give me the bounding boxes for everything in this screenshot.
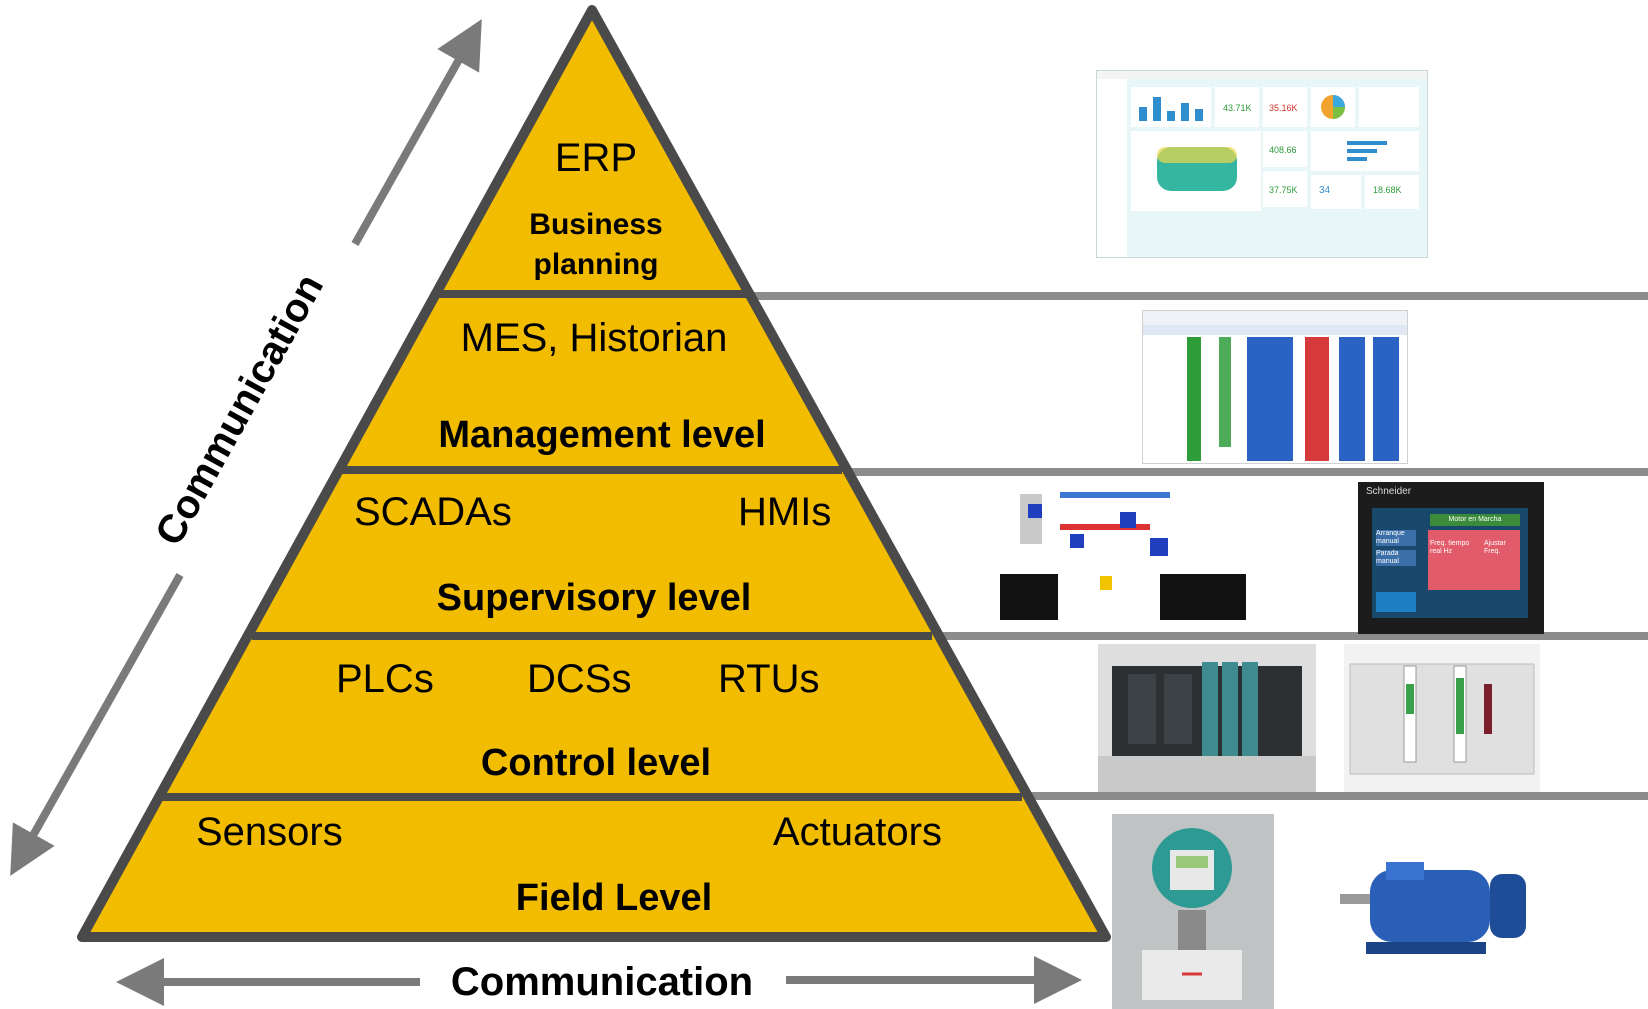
plc-illustration [1098, 644, 1316, 792]
actuator-motor-image [1340, 848, 1534, 972]
scada-image [1000, 484, 1252, 632]
level-control-system-rtus: RTUs [718, 657, 820, 701]
horizontal-communication-label: Communication [450, 960, 754, 1004]
erp-kpi-1: 43.71K [1223, 103, 1252, 113]
hmi-clock [1376, 592, 1416, 612]
level-business-system-erp: ERP [554, 136, 638, 180]
level-management-name: Management level [438, 414, 766, 456]
rtu-image [1344, 644, 1540, 792]
pyramid-level-lines [162, 290, 1022, 801]
motor-illustration [1340, 862, 1526, 954]
hmi-btn-arranque: Arranque manual [1376, 530, 1416, 546]
hmi-panel-image: Schneider Motor en Marcha Arranque manua… [1358, 482, 1544, 634]
level-field-name: Field Level [515, 877, 713, 919]
sensor-image [1112, 814, 1274, 1009]
rtu-illustration [1349, 663, 1535, 775]
erp-kpi-4: 37.75K [1269, 185, 1298, 195]
level-business-name-line1: Business [529, 208, 663, 241]
flowmeter-illustration [1112, 814, 1274, 1009]
level-field-system-sensors: Sensors [196, 810, 343, 854]
erp-dashboard-illustration [1097, 71, 1427, 257]
erp-kpi-6: 18.68K [1373, 185, 1402, 195]
hmi-status-motor: Motor en Marcha [1430, 514, 1520, 526]
level-supervisory-system-hmis: HMIs [738, 490, 832, 534]
erp-kpi-5: 34 [1319, 185, 1331, 196]
hmi-btn-parada: Parada manual [1376, 550, 1416, 566]
erp-dashboard-image: 43.71K 35.16K 408.66 37.75K 34 18.68K [1096, 70, 1428, 258]
erp-kpi-2: 35.16K [1269, 103, 1298, 113]
hmi-brand: Schneider [1366, 486, 1412, 497]
level-control-name: Control level [480, 742, 712, 784]
hmi-freq-adjust: Ajustar Freq. [1484, 540, 1506, 555]
scada-illustration [1000, 492, 1246, 620]
level-control-system-dcss: DCSs [527, 657, 632, 701]
hmi-screen: Motor en Marcha Arranque manual Parada m… [1372, 508, 1528, 618]
hmi-freq-realtime: Freq. tiempo real Hz [1430, 540, 1470, 555]
horizontal-communication-arrow [116, 956, 1082, 1006]
level-supervisory-name: Supervisory level [436, 577, 752, 619]
level-business-name: Business planning [529, 205, 662, 285]
hmi-freq-panel [1428, 530, 1520, 590]
level-control-system-plcs: PLCs [336, 657, 434, 701]
mes-historian-image [1142, 310, 1408, 464]
level-supervisory-system-scadas: SCADAs [354, 490, 512, 534]
erp-kpi-3: 408.66 [1269, 145, 1297, 155]
mes-table-illustration [1143, 311, 1407, 463]
vertical-communication-arrow [10, 19, 482, 876]
level-management-systems: MES, Historian [460, 316, 728, 360]
level-divider-lines [730, 292, 1648, 800]
plc-image [1098, 644, 1316, 792]
level-field-system-actuators: Actuators [773, 810, 942, 854]
level-business-name-line2: planning [533, 248, 659, 281]
